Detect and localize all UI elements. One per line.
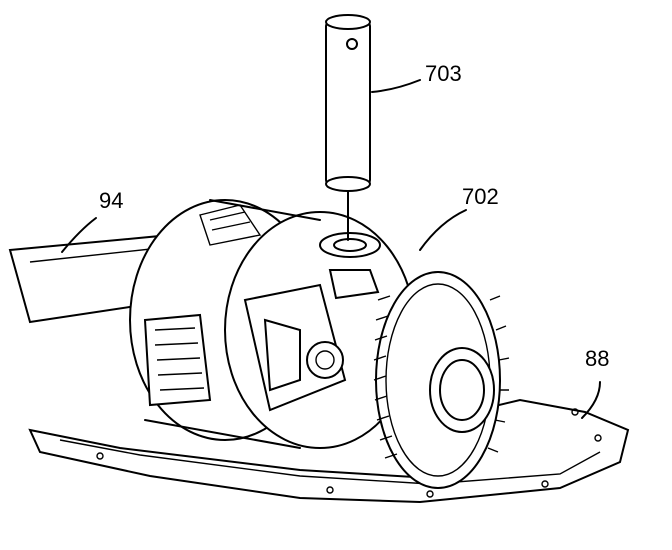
ring-gear: [373, 271, 510, 489]
callout-703: 703: [425, 61, 462, 86]
differential-case: [129, 199, 416, 449]
callout-702: 702: [462, 184, 499, 209]
leader-702: [419, 209, 467, 251]
tool-pin: [325, 14, 371, 241]
leader-703: [371, 79, 421, 93]
leader-88: [581, 381, 601, 419]
leader-94: [61, 217, 97, 253]
callout-94: 94: [99, 188, 124, 213]
callout-88: 88: [585, 346, 610, 371]
